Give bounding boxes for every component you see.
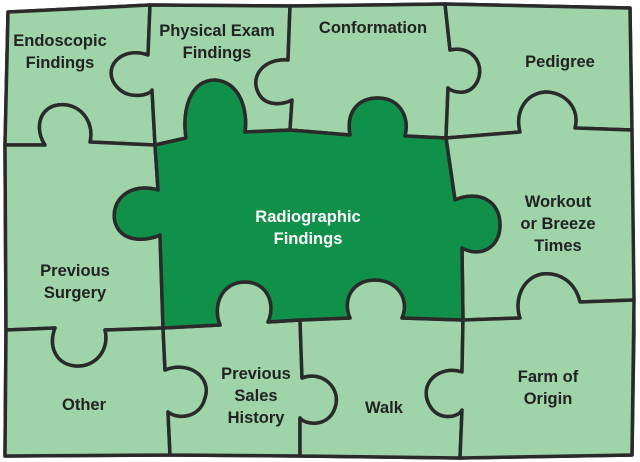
label-endoscopic-findings: Endoscopic Findings: [13, 32, 107, 72]
piece-farm-of-origin: [424, 272, 636, 460]
piece-radiographic-center: [112, 78, 502, 330]
label-previous-sales-history: Previous Sales History: [221, 365, 291, 427]
label-walk: Walk: [365, 399, 403, 417]
label-other: Other: [61, 396, 107, 414]
label-workout-breeze-times: Workout or Breeze Times: [520, 193, 596, 255]
label-radiographic-findings: Radiographic Findings: [255, 208, 361, 248]
label-conformation: Conformation: [318, 19, 428, 37]
label-previous-surgery: Previous Surgery: [40, 262, 110, 302]
label-farm-of-origin: Farm of Origin: [517, 368, 579, 408]
label-pedigree: Pedigree: [525, 53, 595, 71]
label-physical-exam-findings: Physical Exam Findings: [159, 22, 275, 62]
